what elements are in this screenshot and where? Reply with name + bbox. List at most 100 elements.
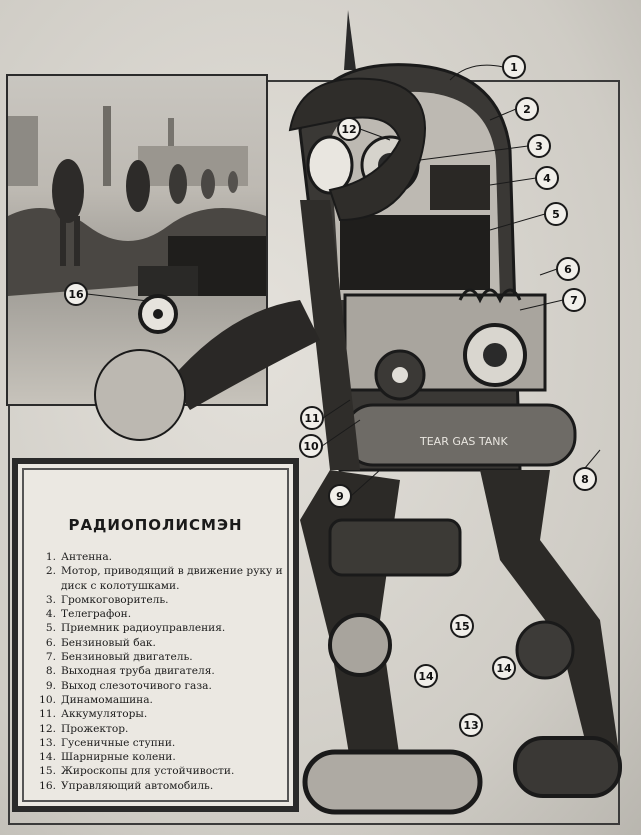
legend-item-number: 2. [45, 565, 56, 578]
legend-item-number: 14. [39, 751, 56, 764]
legend-item: 12. Прожектор. [32, 722, 290, 736]
svg-text:10: 10 [303, 440, 319, 453]
legend-item-text: Жироскопы для устойчивости. [61, 765, 235, 778]
legend-panel: РАДИОПОЛИСМЭН 1. Антенна. 2. Мотор, приводя… [12, 458, 299, 812]
legend-item-number: 16. [39, 779, 56, 792]
callout-leaders [321, 64, 601, 497]
svg-text:4: 4 [543, 172, 551, 185]
legend-item-number: 9. [45, 679, 56, 692]
robot-leg-right [480, 470, 620, 760]
svg-text:12: 12 [341, 123, 356, 136]
svg-text:11: 11 [304, 412, 319, 425]
legend-item-text: Приемник радиоуправления. [61, 622, 226, 635]
telegraphone [430, 165, 490, 210]
legend-item: 8. Выходная труба двигателя. [32, 664, 290, 678]
legend-item-text: Мотор, приводящий в движение руку и диск… [61, 565, 283, 592]
robot-figure [126, 160, 150, 212]
building [8, 116, 38, 186]
callout-13 [459, 713, 483, 737]
svg-text:3: 3 [535, 140, 543, 153]
legend-item-number: 15. [39, 765, 56, 778]
legend-item: 5. Приемник радиоуправления. [32, 621, 290, 635]
legend-item: 15. Жироскопы для устойчивости. [32, 764, 290, 778]
robot-figure [201, 169, 215, 199]
legend-item: 7. Бензиновый двигатель. [32, 650, 290, 664]
robot-arm-staff [300, 200, 360, 470]
legend-item-text: Громкоговоритель. [61, 593, 169, 606]
legend-item: 13. Гусеничные ступни. [32, 736, 290, 750]
callouts: 1 2 3 4 5 6 7 8 9 10 11 12 13 1 [299, 55, 597, 737]
page-frame [8, 80, 620, 825]
legend-item-number: 7. [45, 651, 56, 664]
gyroscope-housing [328, 518, 462, 577]
legend-item-number: 8. [45, 665, 56, 678]
legend-item-number: 12. [39, 722, 56, 735]
legend-item-number: 1. [45, 551, 56, 563]
svg-text:14: 14 [418, 670, 434, 683]
chimney [103, 106, 111, 186]
svg-text:7: 7 [570, 294, 578, 307]
searchlight [306, 135, 354, 195]
tear-gas-tank-label: TEAR GAS TANK [419, 435, 508, 448]
clapper-disc [94, 349, 186, 441]
robot-arm-upper [288, 77, 426, 222]
legend-item-number: 4. [45, 608, 56, 621]
caterpillar-foot-left [302, 749, 483, 815]
callout-14-right [492, 656, 516, 680]
legend-item: 10. Динамомашина. [32, 693, 290, 707]
svg-text:9: 9 [336, 490, 344, 503]
legend-item-number: 11. [39, 708, 56, 721]
radio-receiver [340, 215, 490, 290]
legend-item: 11. Аккумуляторы. [32, 707, 290, 721]
svg-text:8: 8 [581, 473, 589, 486]
engine-coil [458, 288, 522, 304]
caterpillar-foot-right [513, 736, 622, 798]
inset-scene-drawing: 16 [8, 106, 266, 334]
legend-item-number: 3. [45, 593, 56, 606]
callout-14-left [414, 664, 438, 688]
legend-item-text: Выходная труба двигателя. [61, 665, 215, 678]
legend-item: 3. Громкоговоритель. [32, 593, 290, 607]
callout-15 [450, 614, 474, 638]
legend-item-text: Выход слезоточивого газа. [61, 679, 212, 692]
robot-figure [52, 159, 84, 223]
svg-text:1: 1 [510, 61, 518, 74]
antenna [344, 10, 356, 70]
robot-figure [228, 171, 238, 193]
svg-text:16: 16 [68, 288, 84, 301]
legend-item-number: 5. [45, 622, 56, 635]
legend-item-text: Телеграфон. [61, 608, 132, 621]
svg-text:13: 13 [463, 719, 478, 732]
svg-text:2: 2 [523, 103, 531, 116]
legend-item: 14. Шарнирные колени. [32, 750, 290, 764]
legend-item: 2. Мотор, приводящий в движение руку и ди… [32, 564, 290, 593]
legend-item: 1. Антенна. [32, 550, 290, 564]
robot-arm-lower [170, 300, 320, 410]
legend-item: 4. Телеграфон. [32, 607, 290, 621]
legend-item-number: 10. [39, 693, 56, 706]
legend-item-text: Управляющий автомобиль. [61, 779, 214, 792]
legend-item-text: Прожектор. [61, 722, 129, 735]
legend-item-text: Динамомашина. [61, 693, 153, 706]
legend-item-number: 6. [45, 636, 56, 649]
legend-item-number: 13. [39, 736, 56, 749]
legend-item: 9. Выход слезоточивого газа. [32, 679, 290, 693]
legend-list: 1. Антенна. 2. Мотор, приводящий в движение… [32, 550, 290, 793]
legend-item-text: Аккумуляторы. [61, 708, 148, 721]
svg-text:5: 5 [552, 208, 560, 221]
legend-item-text: Бензиновый двигатель. [61, 651, 193, 664]
legend-item: 6. Бензиновый бак. [32, 636, 290, 650]
svg-text:6: 6 [564, 263, 572, 276]
svg-text:15: 15 [454, 620, 469, 633]
legend-item: 16. Управляющий автомобиль. [32, 779, 290, 793]
legend-item-text: Шарнирные колени. [61, 751, 176, 764]
legend-item-text: Антенна. [61, 551, 113, 563]
legend-title: РАДИОПОЛИСМЭН [68, 516, 243, 534]
knee-joint-right [515, 620, 575, 680]
legend-item-text: Бензиновый бак. [61, 636, 156, 649]
knee-joint-left [328, 613, 392, 677]
robot-figure [169, 164, 187, 204]
legend-item-text: Гусеничные ступни. [61, 736, 176, 749]
